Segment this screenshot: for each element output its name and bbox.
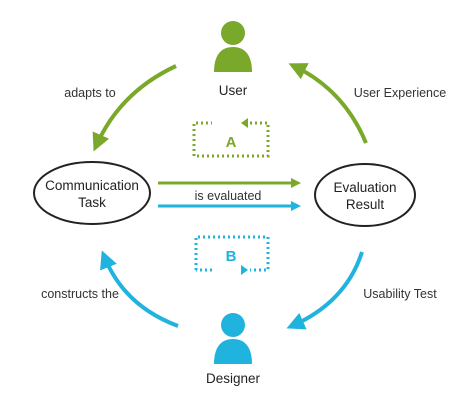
adapts-to-label: adapts to xyxy=(64,86,115,100)
communication-task-label-line2: Task xyxy=(78,195,106,210)
loop-a xyxy=(192,118,270,158)
designer-label: Designer xyxy=(206,371,261,386)
is-evaluated-label: is evaluated xyxy=(195,189,262,203)
evaluation-result-label-line2: Result xyxy=(346,197,385,212)
loop-b xyxy=(194,235,270,275)
communication-task-label-line1: Communication xyxy=(45,178,139,193)
usability-test-label: Usability Test xyxy=(363,287,437,301)
designer-icon xyxy=(214,313,252,364)
adapts-to-arrow xyxy=(92,64,177,152)
user-label: User xyxy=(219,83,248,98)
communication-task-node xyxy=(33,161,151,225)
loop-a-label: A xyxy=(226,134,237,151)
user-experience-label: User Experience xyxy=(354,86,446,100)
user-experience-arrow xyxy=(288,63,368,144)
constructs-the-arrow xyxy=(100,250,179,328)
usability-test-arrow xyxy=(286,251,364,330)
user-icon xyxy=(214,21,252,72)
evaluation-result-node xyxy=(314,163,416,227)
loop-b-label: B xyxy=(226,248,237,265)
evaluation-result-label-line1: Evaluation xyxy=(333,180,396,195)
constructs-the-label: constructs the xyxy=(41,287,119,301)
